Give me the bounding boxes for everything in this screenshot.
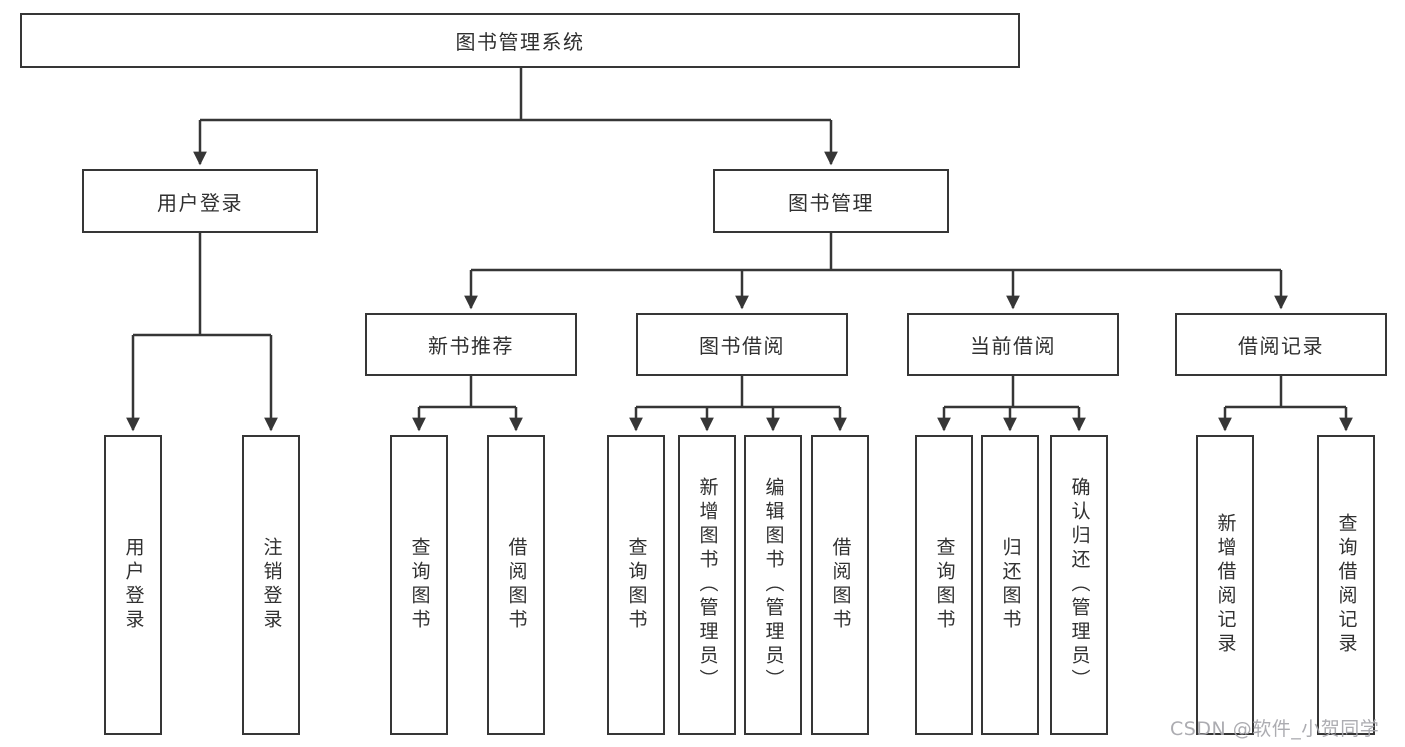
leaf-add-borrow-record: 新增借阅记录 — [1196, 435, 1254, 735]
node-new-book-recommend: 新书推荐 — [365, 313, 577, 376]
leaf-add-books-admin: 新增图书（管理员） — [678, 435, 736, 735]
leaf-borrow-books: 借阅图书 — [811, 435, 869, 735]
node-borrow-records: 借阅记录 — [1175, 313, 1387, 376]
node-current-borrow: 当前借阅 — [907, 313, 1119, 376]
leaf-query-books-current: 查询图书 — [915, 435, 973, 735]
leaf-query-books-recommend: 查询图书 — [390, 435, 448, 735]
leaf-add-books-admin-label: 新增图书（管理员） — [696, 477, 719, 693]
leaf-confirm-return-admin: 确认归还（管理员） — [1050, 435, 1108, 735]
leaf-user-login: 用户登录 — [104, 435, 162, 735]
leaf-edit-books-admin: 编辑图书（管理员） — [744, 435, 802, 735]
leaf-query-borrow-record: 查询借阅记录 — [1317, 435, 1375, 735]
csdn-watermark: CSDN @软件_小贺同学 — [1170, 718, 1380, 740]
node-library-management-system: 图书管理系统 — [20, 13, 1020, 68]
leaf-query-books-borrow: 查询图书 — [607, 435, 665, 735]
leaf-add-borrow-record-label: 新增借阅记录 — [1214, 513, 1237, 657]
leaf-return-books-label: 归还图书 — [999, 537, 1022, 633]
leaf-query-books-borrow-label: 查询图书 — [625, 537, 648, 633]
node-user-login: 用户登录 — [82, 169, 318, 233]
leaf-edit-books-admin-label: 编辑图书（管理员） — [762, 477, 785, 693]
leaf-query-borrow-record-label: 查询借阅记录 — [1335, 513, 1358, 657]
leaf-user-login-label: 用户登录 — [122, 537, 145, 633]
leaf-confirm-return-admin-label: 确认归还（管理员） — [1068, 477, 1091, 693]
leaf-borrow-books-recommend-label: 借阅图书 — [505, 537, 528, 633]
leaf-borrow-books-label: 借阅图书 — [829, 537, 852, 633]
node-book-borrow: 图书借阅 — [636, 313, 848, 376]
leaf-query-books-recommend-label: 查询图书 — [408, 537, 431, 633]
leaf-borrow-books-recommend: 借阅图书 — [487, 435, 545, 735]
node-book-management: 图书管理 — [713, 169, 949, 233]
leaf-logout: 注销登录 — [242, 435, 300, 735]
leaf-logout-label: 注销登录 — [260, 537, 283, 633]
leaf-return-books: 归还图书 — [981, 435, 1039, 735]
leaf-query-books-current-label: 查询图书 — [933, 537, 956, 633]
